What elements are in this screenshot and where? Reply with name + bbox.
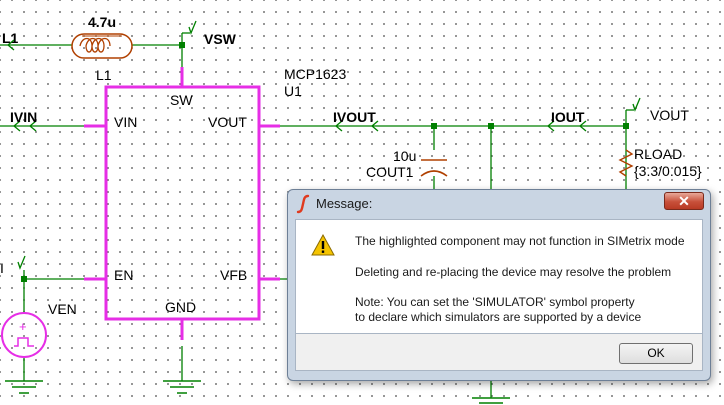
message-line-4: to declare which simulators are supporte… xyxy=(355,310,642,324)
pin-vin-label: VIN xyxy=(114,114,137,130)
ven-label: VEN xyxy=(48,301,77,317)
vout-probe-label: VOUT xyxy=(650,107,689,123)
pin-gnd-label: GND xyxy=(165,299,196,315)
probe-icon[interactable] xyxy=(632,97,641,112)
junction-dots xyxy=(21,42,629,282)
pin-sw-label: SW xyxy=(170,92,193,108)
ok-button[interactable]: OK xyxy=(619,343,693,364)
cap-ref-label: COUT1 xyxy=(366,164,414,180)
ground-icon xyxy=(472,397,510,404)
inductor-ref-label: L1 xyxy=(96,67,112,83)
ic-u1-pins xyxy=(84,67,280,340)
voltage-source-ven[interactable]: + xyxy=(1,312,47,358)
dialog-title: Message: xyxy=(316,196,373,211)
message-line-1: The highlighted component may not functi… xyxy=(355,234,685,248)
pin-vout-label: VOUT xyxy=(208,114,247,130)
probe-icon[interactable] xyxy=(188,20,197,35)
current-probe-icon[interactable] xyxy=(335,120,379,132)
probe-icon[interactable] xyxy=(17,255,26,270)
pin-en-label: EN xyxy=(114,267,133,283)
vsw-probe-label: VSW xyxy=(204,31,237,47)
inductor-l1[interactable] xyxy=(71,33,133,59)
dialog-title-bar[interactable]: Message: ✕ xyxy=(288,190,710,218)
message-line-3: Note: You can set the 'SIMULATOR' symbol… xyxy=(355,295,635,309)
current-probe-icon[interactable] xyxy=(13,120,37,132)
current-probe-icon[interactable] xyxy=(547,120,587,132)
simetrix-app-icon xyxy=(296,194,310,214)
arrow-icon xyxy=(7,39,15,51)
ic-ref-label: U1 xyxy=(284,83,302,99)
close-icon: ✕ xyxy=(678,193,690,209)
close-button[interactable]: ✕ xyxy=(664,192,704,210)
warning-icon xyxy=(311,234,335,256)
pin-vfb-label: VFB xyxy=(220,267,247,283)
iout-label: IOUT xyxy=(551,109,585,125)
ground-icon xyxy=(5,380,43,394)
capacitor-cout1[interactable] xyxy=(420,159,448,177)
resistor-rload[interactable] xyxy=(618,149,634,177)
dialog-body: The highlighted component may not functi… xyxy=(295,219,703,334)
ivin-label: IVIN xyxy=(10,109,37,125)
svg-text:+: + xyxy=(19,319,27,334)
ivout-label: IVOUT xyxy=(333,109,376,125)
message-dialog: Message: ✕ The highlighted component may… xyxy=(287,189,711,381)
en-net-label: I xyxy=(0,260,4,276)
dialog-footer: OK xyxy=(295,334,703,371)
net-label-l1: L1 xyxy=(2,30,19,46)
cap-value-label: 10u xyxy=(393,148,416,164)
ic-part-label: MCP1623 xyxy=(284,66,346,82)
rload-ref-label: RLOAD xyxy=(634,146,682,162)
ground-icon xyxy=(163,380,201,394)
message-line-2: Deleting and re-placing the device may r… xyxy=(355,265,672,279)
rload-value-label: {3.3/0.015} xyxy=(634,163,702,179)
inductor-value-label: 4.7u xyxy=(88,14,116,30)
